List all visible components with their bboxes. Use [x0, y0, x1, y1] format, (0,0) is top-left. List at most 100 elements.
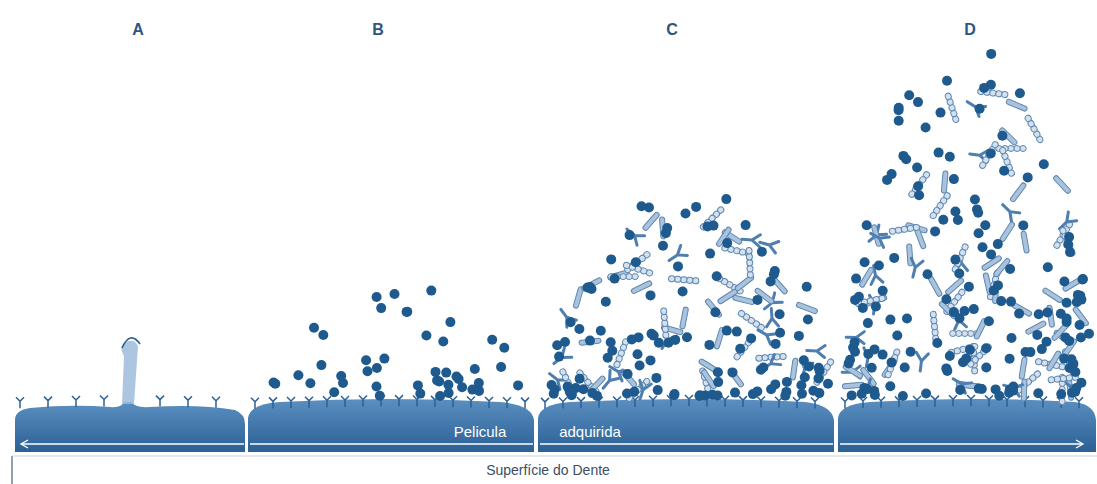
coccus — [969, 304, 979, 314]
coccus — [669, 390, 679, 400]
coccus — [379, 354, 389, 364]
coccus — [709, 221, 719, 231]
chain-cell — [660, 308, 667, 315]
coccus — [894, 116, 904, 126]
coccus — [871, 302, 881, 312]
coccus — [1034, 309, 1044, 319]
coccus — [1025, 347, 1035, 357]
branched-cell — [556, 306, 576, 328]
coccus — [797, 389, 807, 399]
chain — [624, 250, 652, 273]
receptor — [859, 397, 867, 408]
coccus — [316, 360, 326, 370]
coccus — [941, 294, 951, 304]
coccus — [921, 389, 931, 399]
coccus — [631, 257, 641, 267]
coccus — [372, 363, 382, 373]
receptor — [721, 396, 729, 407]
rod — [999, 221, 1015, 242]
coccus — [974, 384, 984, 394]
coccus — [1078, 275, 1088, 285]
branched-cell — [914, 352, 928, 371]
coccus — [1043, 307, 1053, 317]
rod — [717, 288, 738, 304]
coccus — [758, 363, 768, 373]
branched-cell — [999, 200, 1020, 221]
pellicle-mound — [15, 402, 245, 452]
coccus — [850, 295, 860, 305]
receptor — [649, 396, 657, 407]
coccus — [1075, 320, 1085, 330]
coccus — [904, 90, 914, 100]
coccus — [975, 104, 985, 114]
pellicle-label: adquirida — [559, 423, 621, 440]
coccus — [649, 331, 659, 341]
rod — [680, 307, 689, 330]
rod — [1021, 379, 1027, 401]
coccus — [1043, 262, 1053, 272]
coccus — [953, 215, 963, 225]
coccus — [860, 257, 870, 267]
coccus — [1072, 297, 1082, 307]
coccus — [941, 363, 951, 373]
coccus — [457, 382, 467, 392]
coccus — [390, 289, 400, 299]
chain — [889, 224, 920, 235]
coccus — [938, 215, 948, 225]
coccus — [585, 336, 595, 346]
receptor — [269, 397, 277, 408]
chain — [668, 275, 699, 284]
receptor — [985, 395, 993, 406]
coccus — [1076, 333, 1086, 343]
coccus — [1005, 354, 1015, 364]
coccus — [934, 148, 944, 158]
coccus — [470, 364, 480, 374]
coccus — [1062, 314, 1072, 324]
coccus — [496, 362, 506, 372]
coccus — [728, 367, 738, 377]
coccus — [623, 369, 633, 379]
chain-cell — [999, 147, 1007, 155]
chain — [978, 140, 999, 169]
coccus — [780, 391, 790, 401]
coccus — [902, 314, 912, 324]
coccus — [923, 269, 933, 279]
branched-cell — [759, 354, 781, 374]
coccus — [808, 386, 818, 396]
receptor — [521, 398, 529, 409]
receptor — [305, 397, 313, 408]
coccus — [565, 387, 575, 397]
coccus — [426, 286, 436, 296]
receptor — [1039, 397, 1047, 408]
coccus — [318, 330, 328, 340]
coccus — [847, 390, 857, 400]
coccus — [986, 148, 996, 158]
coccus — [363, 366, 373, 376]
coccus — [305, 378, 315, 388]
receptor — [559, 397, 567, 408]
coccus — [900, 363, 910, 373]
surface-line — [11, 456, 13, 484]
coccus — [964, 282, 974, 292]
coccus — [887, 357, 897, 367]
coccus — [730, 388, 740, 398]
branched-cell — [623, 225, 645, 246]
rod — [1042, 287, 1063, 303]
glycoprotein-adsorption — [121, 341, 138, 404]
coccus — [981, 363, 991, 373]
chain-cell — [1020, 146, 1026, 152]
coccus — [901, 154, 911, 164]
receptor — [685, 395, 693, 406]
coccus — [673, 261, 683, 271]
coccus — [293, 370, 303, 380]
coccus — [913, 97, 923, 107]
coccus — [560, 337, 570, 347]
chain — [660, 308, 669, 339]
coccus — [712, 271, 722, 281]
coccus — [1037, 344, 1047, 354]
coccus — [965, 345, 975, 355]
coccus — [499, 343, 509, 353]
pellicle-label: Pelicula — [454, 423, 507, 440]
coccus — [862, 220, 872, 230]
coccus — [862, 384, 872, 394]
